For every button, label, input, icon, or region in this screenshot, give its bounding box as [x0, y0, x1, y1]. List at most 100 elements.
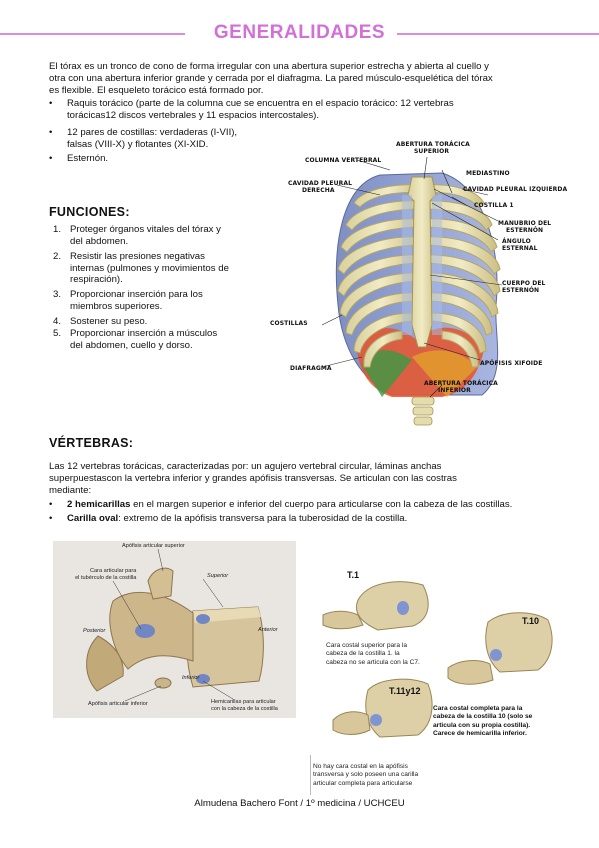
footer: Almudena Bachero Font / 1º medicina / UC…: [194, 798, 405, 809]
label-apofisis-sup: Apófisis articular superior: [122, 543, 185, 549]
label-text: Cara articular para: [90, 568, 137, 574]
vertebra-t11-t12: [332, 678, 433, 738]
note-text: cabeza de la costilla 1. la: [326, 650, 400, 658]
item-number: 3.: [53, 289, 62, 300]
label-costilla-1: COSTILLA 1: [474, 202, 514, 209]
note-text: Cara costal completa para la: [433, 705, 523, 712]
funcion-item-4: 4. Sostener su peso.: [53, 316, 148, 328]
bullet-dot: •: [49, 127, 53, 138]
vertebras-title: VÉRTEBRAS:: [49, 436, 134, 450]
label-text: INFERIOR: [438, 387, 471, 394]
vertebras-line-2: superpuestascon la vertebra inferior y g…: [49, 473, 457, 484]
label-text: CUERPO DEL: [502, 280, 546, 287]
label-anterior: Anterior: [258, 627, 278, 633]
label-t10: T.10: [522, 616, 540, 626]
item-text: respiración).: [70, 274, 123, 286]
vertebras-bullet-2: • Carilla oval: extremo de la apófisis t…: [49, 513, 408, 525]
vertebras-bullet-1: • 2 hemicarillas en el margen superior e…: [49, 499, 513, 511]
bullet-dot: •: [49, 513, 53, 524]
bullet-text: Raquis torácico (parte de la columna cue…: [67, 98, 454, 109]
label-posterior: Posterior: [83, 628, 106, 634]
note-t10: Cara costal completa para la cabeza de l…: [433, 705, 532, 739]
intro-bullet-1: • Raquis torácico (parte de la columna c…: [49, 98, 454, 121]
funcion-item-2: 2. Resistir las presiones negativas inte…: [53, 251, 229, 286]
leader-lines: [321, 156, 503, 398]
label-abertura-superior: ABERTURA TORÁCICA SUPERIOR: [396, 141, 470, 155]
funcion-item-3: 3. Proporcionar inserción para los miemb…: [53, 289, 203, 312]
label-hemicarillas: Hemicarillas para articular con la cabez…: [211, 699, 278, 713]
label-text: ÁNGULO: [502, 238, 531, 245]
item-text: miembros superiores.: [70, 300, 163, 312]
vertebra-t1: [322, 581, 429, 631]
item-text: Proteger órganos vitales del tórax y: [70, 224, 221, 235]
bullet-dot: •: [49, 98, 53, 109]
vertebra-lateral-illustration: [53, 541, 296, 718]
label-text: Hemicarillas para articular: [211, 699, 276, 705]
bullet-text: falsas (VIII-X) y flotantes (XI-XID.: [67, 138, 209, 150]
label-apofisis-xifoide: APÓFISIS XIFOIDE: [480, 360, 543, 367]
item-number: 2.: [53, 251, 62, 262]
label-cuerpo-esternon: CUERPO DEL ESTERNÓN: [502, 280, 545, 294]
bullet-bold: Carilla oval: [67, 513, 119, 524]
item-text: Resistir las presiones negativas: [70, 251, 205, 262]
item-text: del abdomen, cuello y dorso.: [70, 339, 193, 351]
vertebras-line-1: Las 12 vertebras torácicas, caracterizad…: [49, 461, 442, 472]
label-text: MANUBRIO DEL: [498, 220, 552, 227]
header-line-right: [397, 33, 599, 35]
label-inferior: Inferior: [182, 675, 200, 681]
intro-line-3: es flexible. El esqueleto torácico está …: [49, 85, 264, 96]
spine: [411, 396, 435, 426]
note-text: cabeza no se articula con la C7.: [326, 658, 420, 666]
bullet-dot: •: [49, 499, 53, 510]
note-t11-border: [310, 755, 311, 795]
note-text: transversa y solo poseen una carilla: [313, 771, 419, 779]
label-cavidad-derecha: CAVIDAD PLEURAL DERECHA: [288, 180, 352, 194]
bullet-dot: •: [49, 153, 53, 164]
vertebra-t10: [447, 612, 553, 685]
label-mediastino: MEDIASTINO: [466, 170, 510, 177]
thorax-illustration: [321, 156, 503, 426]
label-superior: Superior: [207, 573, 229, 579]
label-diafragma: DIAFRAGMA: [290, 365, 332, 372]
intro-line-1: El tórax es un tronco de cono de forma i…: [49, 61, 489, 72]
note-text: articular completa para articularse: [313, 779, 413, 787]
label-t1: T.1: [347, 570, 360, 580]
note-text: articula con su propia costilla).: [433, 721, 531, 729]
bullet-text: 12 pares de costillas: verdaderas (I-VII…: [67, 127, 238, 138]
intro-bullet-2: • 12 pares de costillas: verdaderas (I-V…: [49, 127, 238, 150]
label-text: ESTERNÓN: [502, 287, 540, 294]
label-text: ABERTURA TORÁCICA: [424, 380, 498, 387]
label-cavidad-izquierda: CAVIDAD PLEURAL IZQUIERDA: [463, 186, 568, 193]
label-text: con la cabeza de la costilla: [211, 705, 278, 712]
item-text: del abdomen.: [70, 235, 129, 247]
label-text: ESTERNAL: [502, 245, 538, 252]
label-text: ABERTURA TORÁCICA: [396, 141, 470, 148]
label-columna-vertebral: COLUMNA VERTEBRAL: [305, 157, 382, 164]
label-text: ESTERNÓN: [506, 227, 544, 234]
note-text: Cara costal superior para la: [326, 642, 407, 649]
label-manubrio: MANUBRIO DEL ESTERNÓN: [498, 220, 551, 234]
bullet-text: : extremo de la apófisis transversa para…: [118, 513, 408, 524]
item-text: internas (pulmones y movimientos de: [70, 262, 229, 274]
label-costillas: COSTILLAS: [270, 320, 308, 327]
intro-bullet-3: • Esternón.: [49, 153, 108, 165]
funciones-title: FUNCIONES:: [49, 205, 130, 219]
bullet-text: torácicas12 discos vertebrales y 11 espa…: [67, 109, 320, 121]
item-text: Proporcionar inserción para los: [70, 289, 203, 300]
label-text: el tubérculo de la costilla: [75, 574, 137, 581]
vertebrae-t1-t10-t12-illustration: [322, 581, 553, 738]
bullet-text: en el margen superior e inferior del cue…: [130, 499, 513, 510]
item-text: Sostener su peso.: [70, 316, 148, 327]
item-text: Proporcionar inserción a músculos: [70, 328, 218, 339]
note-text: Carece de hemicarilla inferior.: [433, 730, 527, 738]
label-text: DERECHA: [302, 187, 335, 194]
header-line-left: [0, 33, 185, 35]
label-text: CAVIDAD PLEURAL: [288, 180, 352, 187]
label-t11-12: T.11y12: [389, 686, 421, 696]
label-angulo-esternal: ÁNGULO ESTERNAL: [502, 238, 538, 252]
label-cara-articular: Cara articular para el tubérculo de la c…: [72, 568, 136, 582]
note-text: cabeza de la costilla 10 (solo se: [433, 713, 533, 721]
note-t11: No hay cara costal en la apófisis transv…: [313, 763, 418, 788]
label-apofisis-inf: Apófisis articular inferior: [88, 701, 148, 707]
vertebras-line-3: mediante:: [49, 485, 92, 496]
